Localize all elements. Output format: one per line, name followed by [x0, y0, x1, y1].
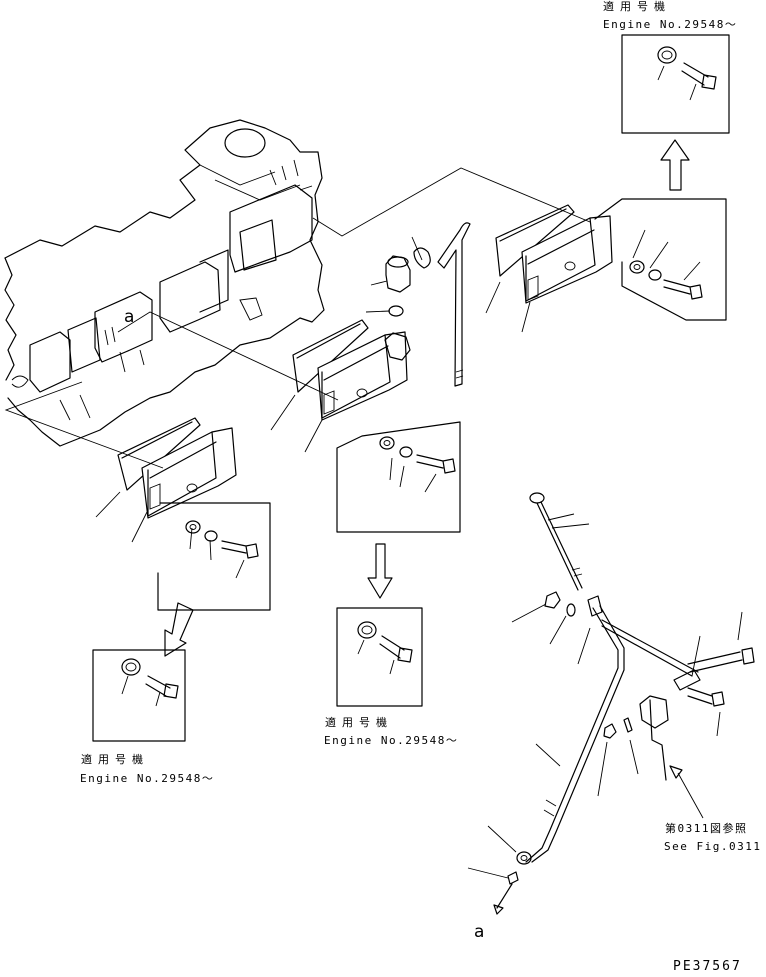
left-engine-number: Engine No.29548～ [80, 772, 215, 785]
left-applicable-label: 適用号機 [81, 753, 149, 766]
center-applicable-label: 適用号機 [325, 716, 393, 729]
dipstick-assembly [467, 492, 755, 915]
drawing-code: PE37567 [673, 959, 742, 974]
center-bolt-box [336, 421, 461, 533]
right-side-cover-assembly [312, 167, 703, 333]
right-engine-number: Engine No.29548～ [603, 18, 738, 31]
center-engine-number: Engine No.29548～ [324, 734, 459, 747]
engine-block [4, 119, 325, 447]
left-new-parts-box [92, 649, 186, 742]
right-bolt-box [594, 198, 727, 321]
center-side-cover-assembly [117, 222, 471, 493]
right-up-arrow [660, 139, 690, 191]
callout-a-top: a [124, 307, 135, 327]
left-down-arrow [164, 602, 194, 657]
reference-label-en: See Fig.0311 [664, 840, 762, 853]
callout-a-bottom: a [474, 922, 485, 942]
right-new-parts-box [621, 34, 730, 134]
left-bolt-box [157, 502, 271, 611]
reference-label-jp: 第0311図参照 [665, 822, 748, 835]
left-side-cover-assembly [4, 381, 259, 579]
right-applicable-label: 適用号機 [603, 0, 671, 13]
center-down-arrow [367, 543, 393, 599]
center-new-parts-box [336, 607, 423, 707]
